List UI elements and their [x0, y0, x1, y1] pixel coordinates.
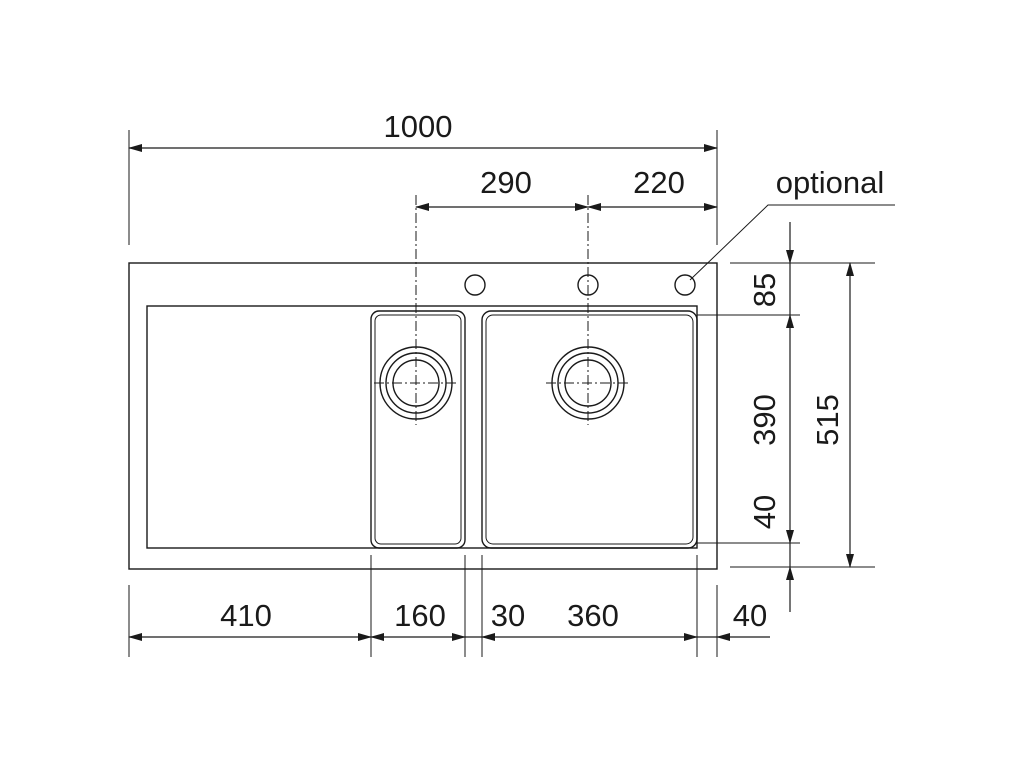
tap-spacing-label: 290: [480, 165, 532, 200]
side-margin-label: 40: [733, 598, 767, 633]
dim-front-margin: 40: [747, 495, 794, 612]
overall-depth-label: 515: [810, 394, 845, 446]
dim-overall-width: 1000: [128, 109, 718, 245]
large-bowl-inner: [485, 314, 694, 545]
drainer-area: [146, 305, 698, 549]
overall-width-label: 1000: [384, 109, 453, 144]
bowl-depth-label: 390: [747, 394, 782, 446]
tap-hole-optional: [674, 274, 696, 296]
small-bowl-width-label: 160: [394, 598, 446, 633]
dim-bowl-depth: 390: [747, 314, 794, 544]
drainer-width-label: 410: [220, 598, 272, 633]
divider-width-label: 30: [491, 598, 525, 633]
sink-outline: [128, 262, 718, 570]
dim-large-bowl-width: 360: [481, 598, 698, 641]
large-bowl-width-label: 360: [567, 598, 619, 633]
extension-lines-right: [697, 262, 875, 568]
dim-tap-row-offset: 85: [747, 222, 794, 315]
tap-edge-offset-label: 220: [633, 165, 685, 200]
dim-overall-depth: 515: [810, 262, 854, 568]
tap-holes: [464, 274, 696, 296]
dim-side-margin: 40: [697, 598, 770, 641]
front-margin-label: 40: [747, 495, 782, 529]
dim-tap-spacing: 290: [415, 165, 589, 211]
tap-hole-1: [464, 274, 486, 296]
dim-tap-edge-offset: 220: [587, 165, 718, 211]
optional-label: optional: [776, 165, 885, 200]
optional-callout: optional: [689, 165, 895, 281]
large-bowl: [481, 310, 698, 549]
sink-outer-frame: [128, 262, 718, 570]
dim-divider-width: 30: [465, 598, 525, 638]
tap-row-offset-label: 85: [747, 273, 782, 307]
small-bowl: [370, 310, 466, 549]
dim-drainer-width: 410: [128, 598, 372, 641]
small-bowl-inner: [374, 314, 462, 545]
dim-small-bowl-width: 160: [370, 598, 466, 641]
